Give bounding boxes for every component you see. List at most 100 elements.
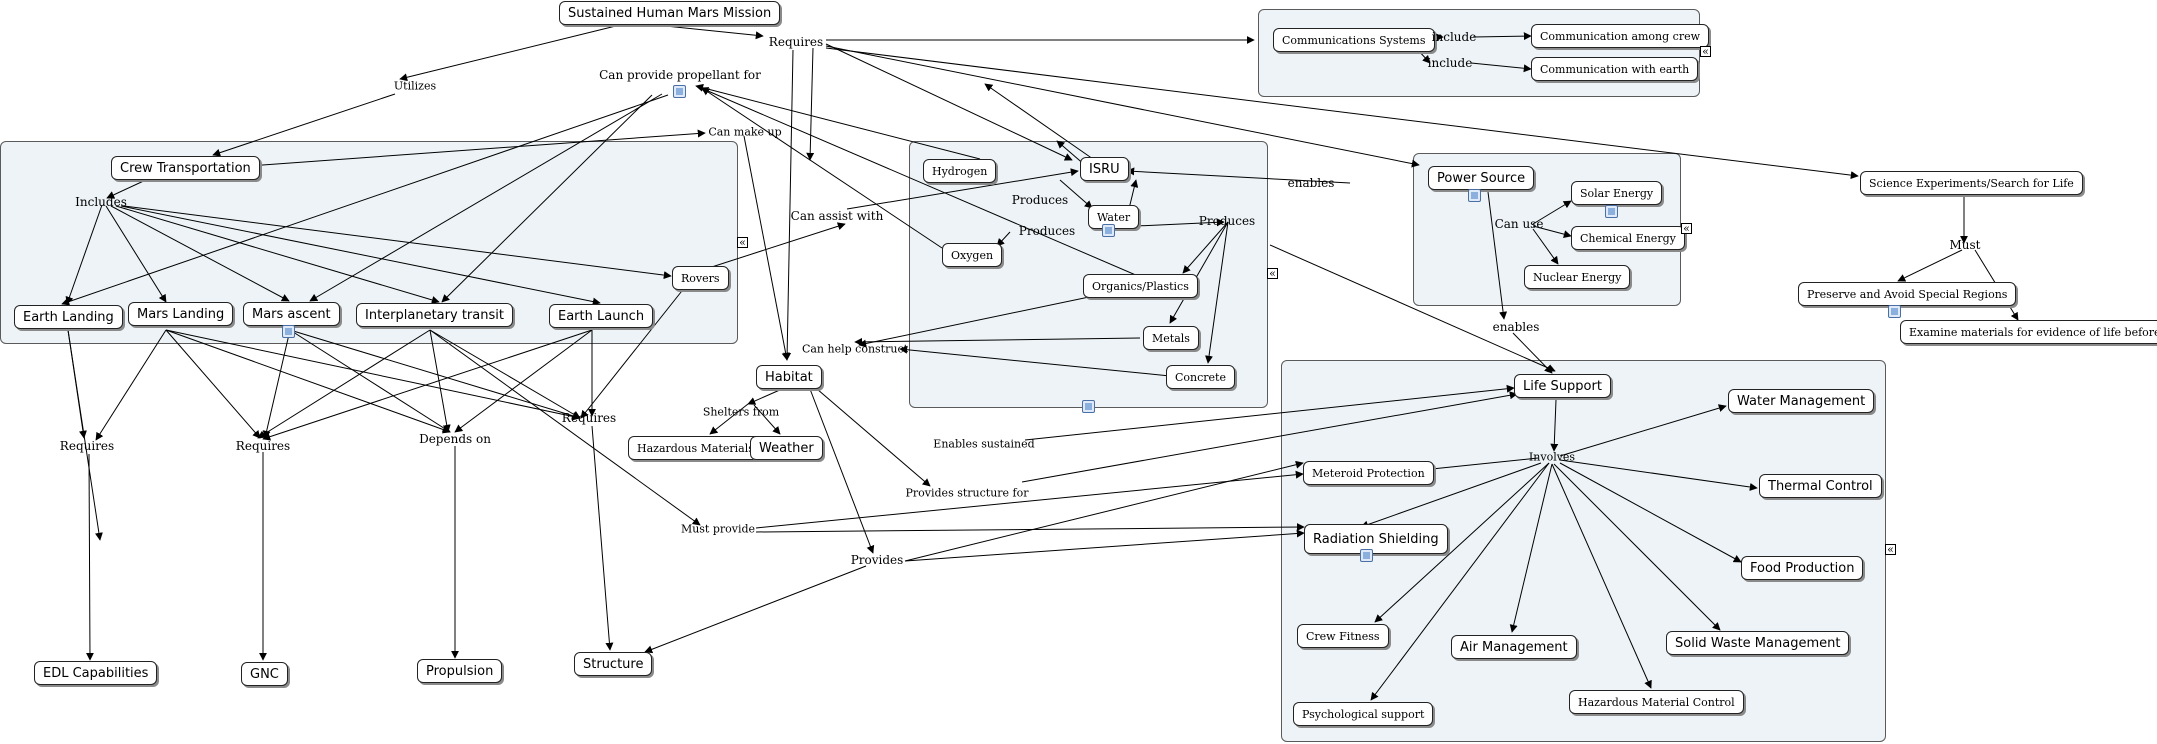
metals-node[interactable]: Metals [1143, 326, 1199, 350]
resource-icon-mars-ascent[interactable] [282, 325, 295, 338]
connection-line-40 [289, 329, 451, 433]
resource-icon-power-source[interactable] [1468, 189, 1481, 202]
mars-ascent-node[interactable]: Mars ascent [243, 302, 340, 326]
communication-with-earth-node[interactable]: Communication with earth [1531, 57, 1699, 81]
connection-line-26 [580, 281, 690, 419]
connection-line-55 [816, 388, 931, 487]
connection-line-72 [1487, 191, 1508, 320]
hydrogen-node[interactable]: Hydrogen [923, 159, 997, 183]
organics-plastics-node[interactable]: Organics/Plastics [1083, 274, 1198, 298]
collapse-toggle-power-group[interactable]: « [1681, 223, 1692, 234]
solid-waste-management-node[interactable]: Solid Waste Management [1666, 631, 1850, 655]
science-experiments-node[interactable]: Science Experiments/Search for Life [1860, 171, 2083, 195]
label-can-make-up: Can make up [708, 125, 782, 139]
label-enables-sustained: Enables sustained [933, 437, 1035, 451]
air-management-node[interactable]: Air Management [1451, 635, 1577, 659]
examine-materials-node[interactable]: Examine materials for evidence of life b… [1900, 320, 2157, 344]
solar-energy-node[interactable]: Solar Energy [1571, 181, 1663, 205]
connection-line-7 [783, 49, 794, 361]
connection-line-85 [1559, 404, 1727, 457]
hazardous-materials-node[interactable]: Hazardous Materials [628, 436, 763, 460]
connection-line-15 [120, 205, 601, 306]
label-produces-mid: Produces [1018, 224, 1076, 238]
connection-line-36 [165, 329, 261, 439]
connection-line-35 [95, 329, 167, 441]
nuclear-energy-node[interactable]: Nuclear Energy [1524, 265, 1631, 289]
weather-node[interactable]: Weather [750, 436, 823, 460]
hazardous-material-control-node[interactable]: Hazardous Material Control [1569, 690, 1744, 714]
connection-line-38 [165, 329, 581, 421]
connection-line-9 [247, 129, 706, 167]
concrete-node[interactable]: Concrete [1166, 365, 1235, 389]
communications-systems-node[interactable]: Communications Systems [1273, 28, 1435, 52]
resource-icon-propellant[interactable] [673, 85, 686, 98]
connection-line-94 [1421, 457, 1539, 474]
preserve-special-regions-node[interactable]: Preserve and Avoid Special Regions [1798, 282, 2017, 306]
connection-line-18 [309, 93, 663, 302]
connection-line-6 [806, 47, 815, 161]
connection-line-73 [1512, 332, 1553, 374]
connection-line-91 [1374, 462, 1550, 623]
collapse-toggle-life-support-group[interactable]: « [1885, 544, 1896, 555]
connection-line-70 [1126, 167, 1351, 184]
gnc-node[interactable]: GNC [241, 662, 288, 686]
habitat-node[interactable]: Habitat [756, 365, 822, 389]
connection-line-68 [1169, 221, 1229, 324]
label-include-crew: include [1431, 30, 1477, 44]
mars-landing-node[interactable]: Mars Landing [128, 302, 234, 326]
connection-line-53 [809, 388, 875, 554]
connection-line-3 [825, 43, 1073, 161]
label-include-earth: include [1427, 56, 1473, 70]
connection-line-67 [1182, 221, 1229, 274]
connection-line-88 [1553, 463, 1721, 631]
rovers-node[interactable]: Rovers [672, 266, 729, 290]
meteroid-protection-node[interactable]: Meteroid Protection [1303, 461, 1434, 485]
label-requires-top: Requires [768, 35, 824, 49]
earth-launch-node[interactable]: Earth Launch [549, 304, 654, 328]
connection-line-69 [1205, 221, 1229, 364]
chemical-energy-node[interactable]: Chemical Energy [1571, 226, 1685, 250]
connection-line-49 [85, 453, 94, 661]
connection-line-20 [695, 83, 981, 160]
resource-icon-isru-group[interactable] [1082, 400, 1095, 413]
crew-transportation-node[interactable]: Crew Transportation [111, 156, 260, 180]
connection-line-22 [700, 87, 1146, 280]
propulsion-node[interactable]: Propulsion [417, 659, 503, 683]
life-support-node[interactable]: Life Support [1514, 374, 1611, 398]
communication-among-crew-node[interactable]: Communication among crew [1531, 24, 1710, 48]
connection-line-17 [61, 94, 669, 306]
psychological-support-node[interactable]: Psychological support [1293, 702, 1434, 726]
resource-icon-water[interactable] [1102, 224, 1115, 237]
earth-landing-node[interactable]: Earth Landing [14, 305, 123, 329]
power-source-node[interactable]: Power Source [1428, 166, 1535, 190]
isru-node[interactable]: ISRU [1080, 157, 1129, 181]
interplanetary-transit-node[interactable]: Interplanetary transit [356, 303, 513, 327]
edl-capabilities-node[interactable]: EDL Capabilities [34, 661, 158, 685]
label-shelters-from: Shelters from [702, 405, 780, 419]
water-management-node[interactable]: Water Management [1728, 389, 1875, 413]
connection-line-14 [115, 205, 440, 304]
crew-fitness-node[interactable]: Crew Fitness [1297, 624, 1389, 648]
resource-icon-solar[interactable] [1605, 205, 1618, 218]
radiation-shielding-node[interactable]: Radiation Shielding [1304, 524, 1448, 554]
label-utilizes: Utilizes [393, 79, 437, 93]
connection-line-37 [165, 329, 451, 434]
oxygen-node[interactable]: Oxygen [942, 243, 1003, 267]
collapse-toggle-communications-group[interactable]: « [1700, 46, 1711, 57]
collapse-toggle-crew-group[interactable]: « [737, 237, 748, 248]
collapse-toggle-isru-group[interactable]: « [1267, 268, 1278, 279]
label-includes: Includes [75, 195, 127, 209]
group-communications[interactable] [1258, 9, 1700, 97]
label-requires-edl: Requires [59, 439, 115, 453]
connection-line-63 [1059, 179, 1093, 209]
connection-line-80 [1470, 62, 1532, 73]
resource-icon-preserve[interactable] [1888, 305, 1901, 318]
mission-node[interactable]: Sustained Human Mars Mission [559, 1, 781, 25]
thermal-control-node[interactable]: Thermal Control [1759, 474, 1882, 498]
food-production-node[interactable]: Food Production [1741, 556, 1864, 580]
connection-line-87 [1559, 462, 1742, 563]
label-involves: Involves [1528, 450, 1576, 464]
resource-icon-radiation[interactable] [1360, 549, 1373, 562]
structure-node[interactable]: Structure [574, 652, 653, 676]
